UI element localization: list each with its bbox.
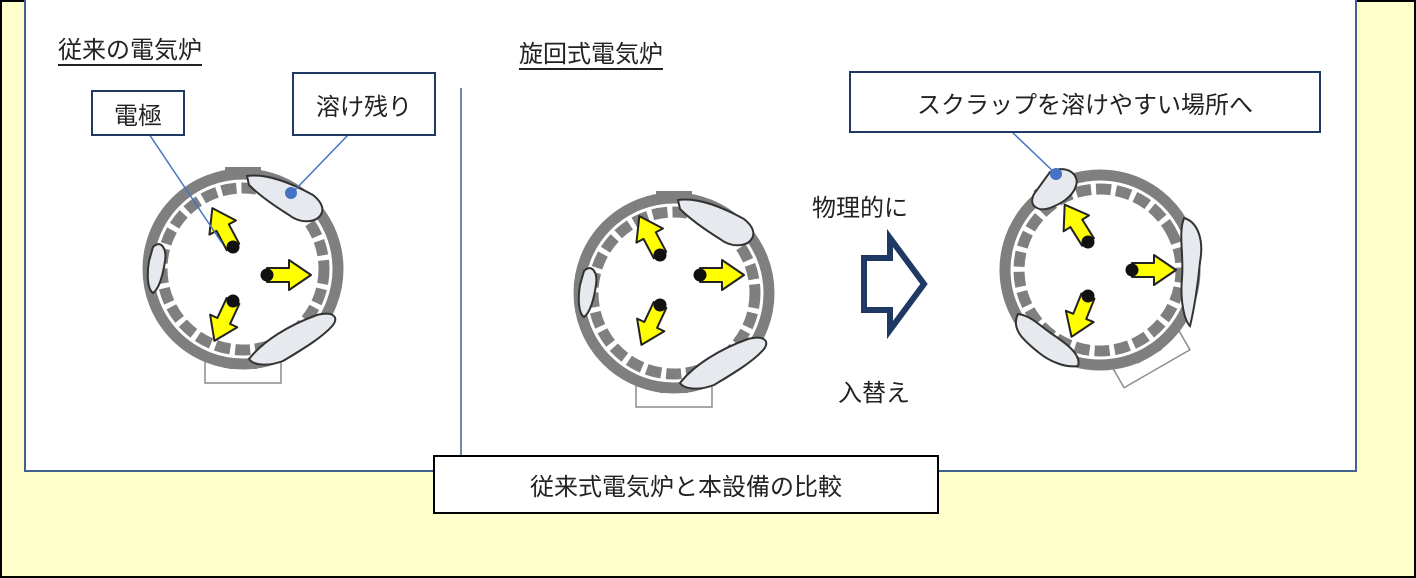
electrode-label: 電極 <box>91 90 185 136</box>
swap-text: 入替え <box>838 379 910 407</box>
conventional-furnace <box>148 167 338 383</box>
scrap-relocation-label: スクラップを溶けやすい場所へ <box>849 71 1321 133</box>
rotary-furnace-before <box>579 191 769 407</box>
comparison-caption: 従来式電気炉と本設備の比較 <box>433 455 939 514</box>
scrap-callout-line <box>1011 131 1057 175</box>
electrode-callout-line <box>148 133 223 244</box>
residue-callout-line <box>292 133 350 193</box>
rotary-furnace-heading: 旋回式電気炉 <box>519 40 663 68</box>
physically-text: 物理的に <box>812 194 908 222</box>
flow-arrow <box>861 228 928 340</box>
residue-label: 溶け残り <box>292 72 436 136</box>
conventional-furnace-heading: 従来の電気炉 <box>58 36 202 64</box>
